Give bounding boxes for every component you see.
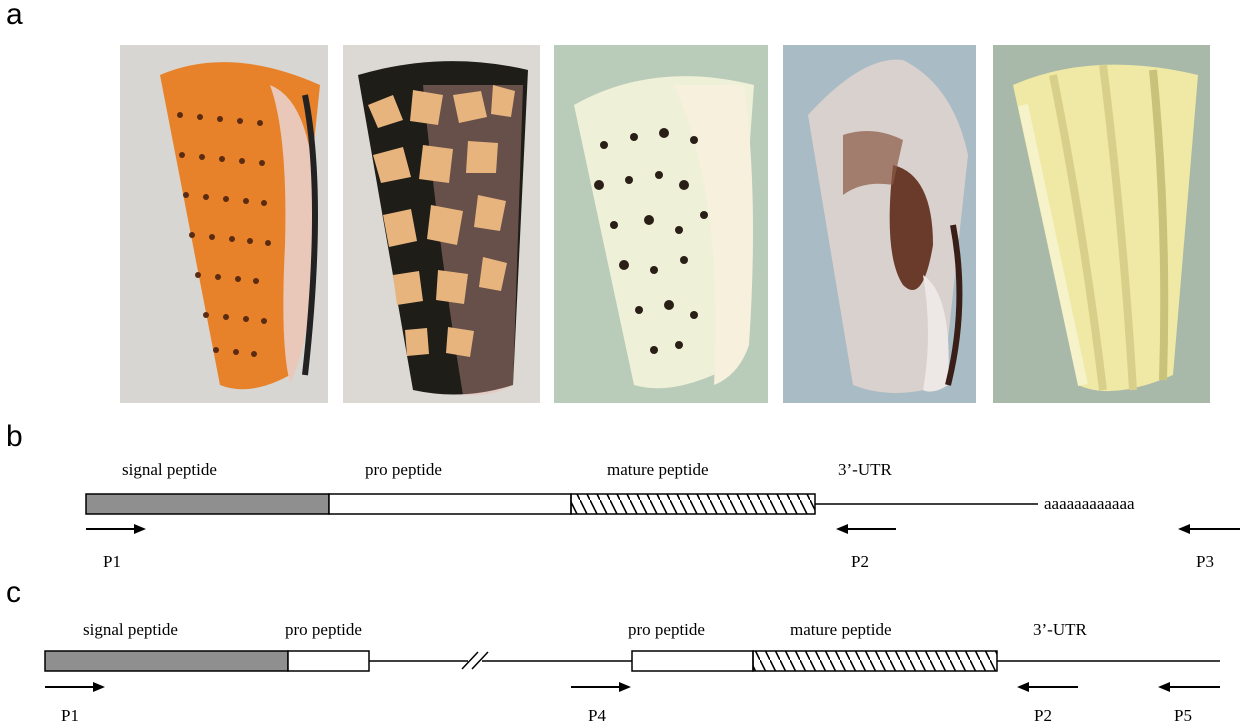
segment-mature-peptide xyxy=(571,494,815,514)
label-signal-peptide: signal peptide xyxy=(83,620,178,639)
segment-signal-peptide xyxy=(86,494,329,514)
label-p2: P2 xyxy=(851,552,869,571)
primer-arrow-p1 xyxy=(86,524,146,534)
label-p1: P1 xyxy=(61,706,79,724)
label-p1: P1 xyxy=(103,552,121,571)
label-3utr: 3’-UTR xyxy=(1033,620,1087,639)
label-pro-peptide-2: pro peptide xyxy=(628,620,705,639)
shell-photo-3 xyxy=(554,45,768,403)
label-p2: P2 xyxy=(1034,706,1052,724)
segment-pro-peptide-2 xyxy=(632,651,753,671)
shell-photo-5 xyxy=(993,45,1210,403)
label-polya: aaaaaaaaaaaa xyxy=(1044,494,1135,513)
label-signal-peptide: signal peptide xyxy=(122,460,217,479)
shell-photo-2 xyxy=(343,45,540,403)
primer-arrow-p3 xyxy=(1178,524,1240,534)
label-pro-peptide-1: pro peptide xyxy=(285,620,362,639)
label-mature-peptide: mature peptide xyxy=(790,620,892,639)
shell-photo-4 xyxy=(783,45,976,403)
shell-photo-1 xyxy=(120,45,328,403)
label-p3: P3 xyxy=(1196,552,1214,571)
label-p5: P5 xyxy=(1174,706,1192,724)
label-mature-peptide: mature peptide xyxy=(607,460,709,479)
segment-pro-peptide xyxy=(329,494,571,514)
primer-arrow-p2 xyxy=(1017,682,1078,692)
diagram-b: signal peptide pro peptide mature peptid… xyxy=(0,440,1240,580)
label-3utr: 3’-UTR xyxy=(838,460,892,479)
primer-arrow-p2 xyxy=(836,524,896,534)
label-p4: P4 xyxy=(588,706,606,724)
panel-label-a: a xyxy=(6,0,23,32)
primer-arrow-p5 xyxy=(1158,682,1220,692)
label-pro-peptide: pro peptide xyxy=(365,460,442,479)
segment-signal-peptide xyxy=(45,651,288,671)
segment-mature-peptide xyxy=(753,651,997,671)
primer-arrow-p4 xyxy=(571,682,631,692)
segment-pro-peptide-1 xyxy=(288,651,369,671)
diagram-c: signal peptide pro peptide pro peptide m… xyxy=(0,600,1240,724)
primer-arrow-p1 xyxy=(45,682,105,692)
